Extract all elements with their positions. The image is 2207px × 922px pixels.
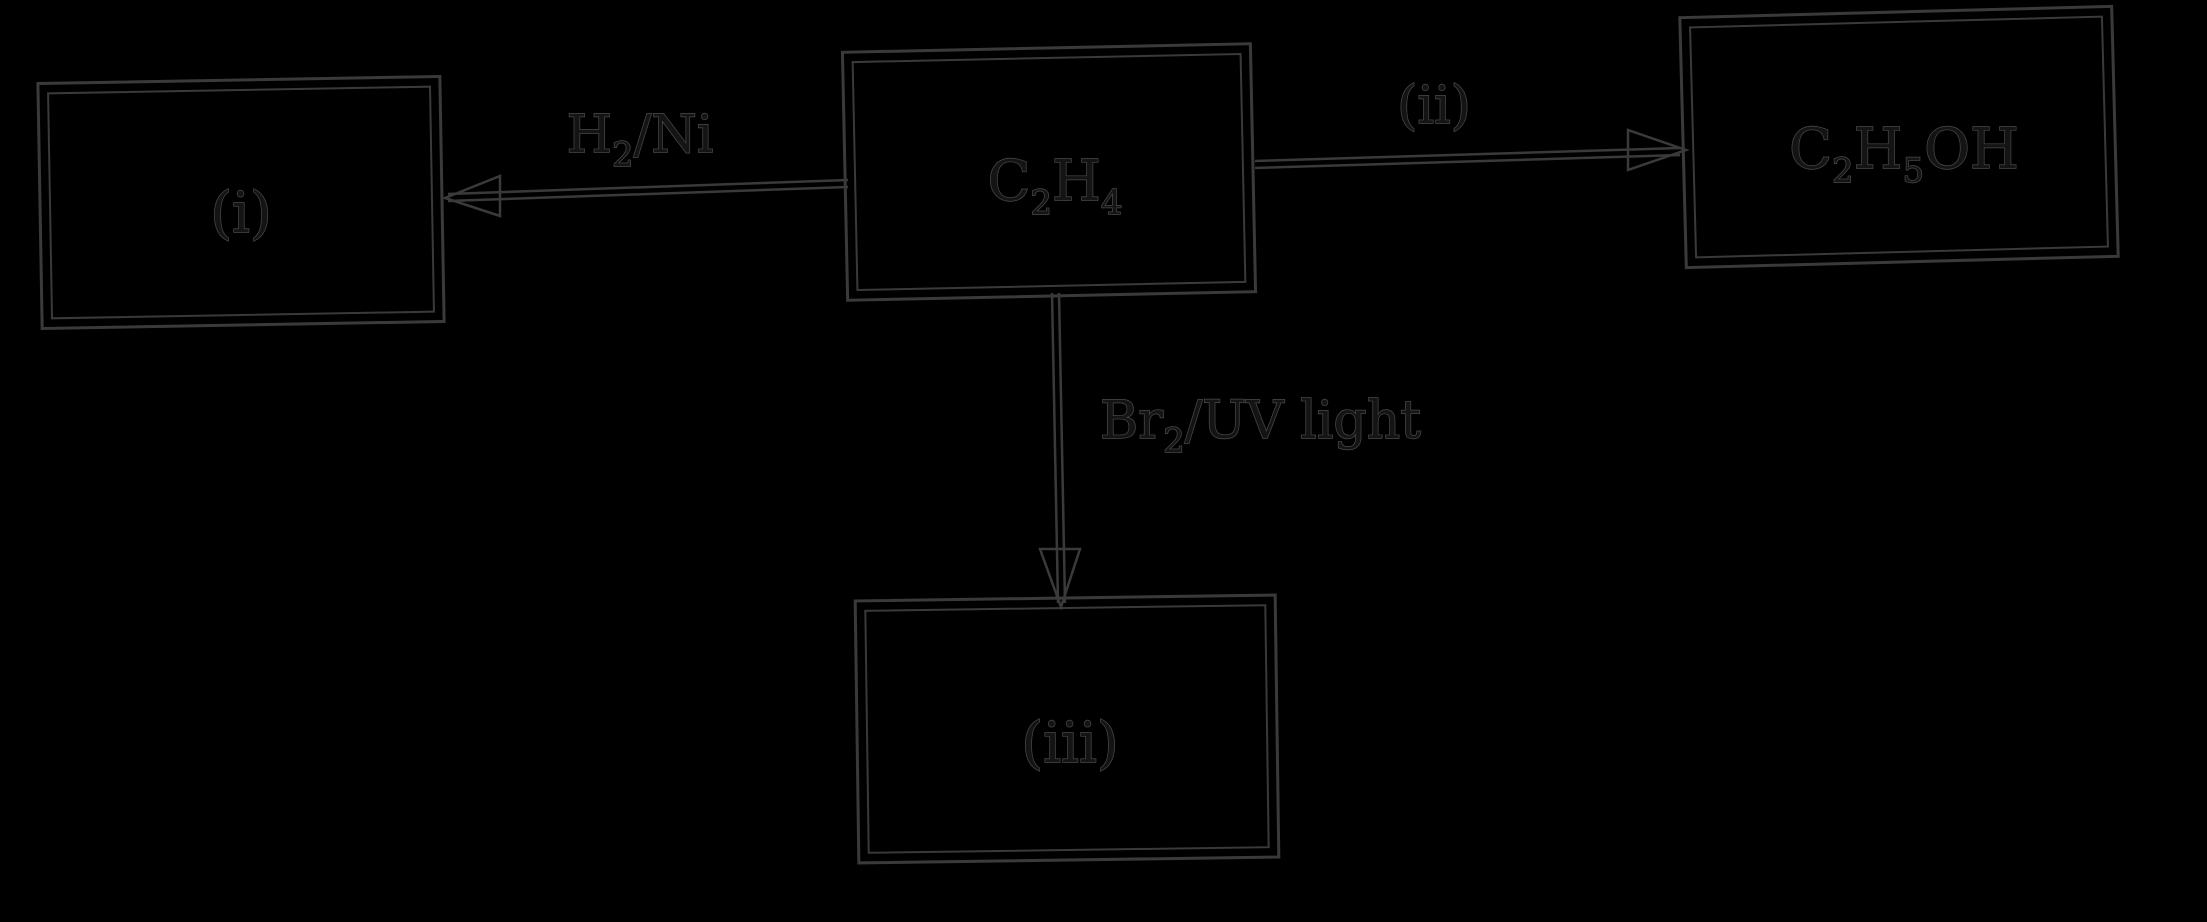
box-i-label: (i) xyxy=(210,181,272,246)
box-iii: (iii) xyxy=(853,593,1281,865)
c2h4-c: C xyxy=(988,149,1031,214)
arrow-to-box-i xyxy=(441,174,849,218)
reagent-ii: (ii) xyxy=(1397,76,1471,136)
ethanol-h: H xyxy=(1854,117,1903,182)
ethanol-oh: OH xyxy=(1924,117,2019,182)
box-c2h4-formula: C2H4 xyxy=(988,149,1123,223)
reagent-uv-light: /UV light xyxy=(1185,391,1421,451)
box-c2h4: C2H4 xyxy=(840,42,1258,302)
ethanol-c: C xyxy=(1789,117,1832,182)
reagent-br-sub-2: 2 xyxy=(1163,421,1185,461)
c2h4-sub-2: 2 xyxy=(1030,183,1052,223)
ethanol-sub-5: 5 xyxy=(1902,151,1924,191)
ethanol-formula: C2H5OH xyxy=(1789,117,2019,191)
ethanol-sub-2: 2 xyxy=(1832,151,1854,191)
reagent-br: Br xyxy=(1100,391,1163,451)
reagent-h-sub-2: 2 xyxy=(612,135,634,175)
arrow-to-ethanol xyxy=(1254,128,1690,172)
reagent-h2-ni: H2/Ni xyxy=(567,105,714,175)
arrow-to-box-iii xyxy=(1038,292,1082,611)
box-ethanol: C2H5OH xyxy=(1678,4,2120,270)
reagent-h: H xyxy=(567,105,612,165)
c2h4-h: H xyxy=(1052,149,1101,214)
reagent-ni: /Ni xyxy=(634,105,714,165)
reagent-br2-uv: Br2/UV light xyxy=(1100,391,1421,461)
box-i: (i) xyxy=(36,74,446,331)
c2h4-sub-4: 4 xyxy=(1101,183,1123,223)
box-iii-label: (iii) xyxy=(1021,711,1118,776)
